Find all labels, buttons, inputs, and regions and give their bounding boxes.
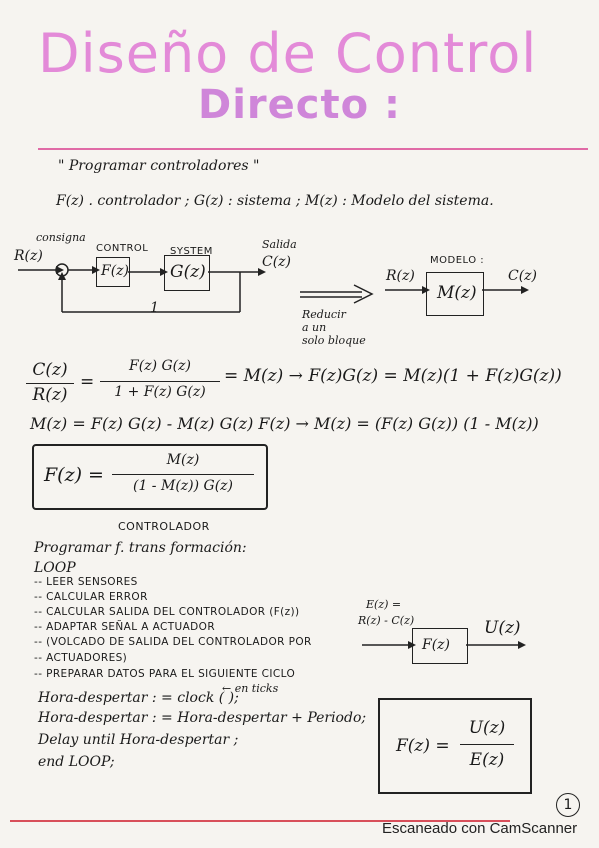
model-block-label: M(z) bbox=[437, 283, 477, 303]
eq1-lhs-denominator: R(z) bbox=[32, 385, 68, 405]
loop-step: -- CALCULAR SALIDA DEL CONTROLADOR (F(z)… bbox=[34, 606, 300, 618]
eq1-continuation: = M(z) → F(z)G(z) = M(z)(1 + F(z)G(z)) bbox=[224, 366, 562, 386]
loop-step: -- ADAPTAR SEÑAL A ACTUADOR bbox=[34, 621, 216, 633]
title-underline bbox=[38, 148, 588, 150]
control-label: CONTROL bbox=[96, 243, 149, 254]
page-title-line1: Diseño de Control bbox=[38, 22, 538, 85]
program-heading: Programar f. trans formación: bbox=[34, 540, 247, 556]
reduce-note-2: a un bbox=[302, 321, 327, 334]
controller-result-lhs: F(z) = bbox=[44, 464, 104, 486]
controller-result-denominator: (1 - M(z)) G(z) bbox=[132, 478, 234, 494]
eq1-lhs-numerator: C(z) bbox=[32, 360, 68, 380]
loop-end: end LOOP; bbox=[38, 754, 115, 770]
error-definition: R(z) - C(z) bbox=[358, 614, 415, 627]
scanner-watermark: Escaneado con CamScanner bbox=[382, 820, 578, 837]
modelo-label: MODELO : bbox=[430, 255, 485, 266]
intro-definitions: F(z) . controlador ; G(z) : sistema ; M(… bbox=[56, 193, 494, 209]
loop-step: -- LEER SENSORES bbox=[34, 576, 138, 588]
eq1-rhs-fraction-bar bbox=[100, 381, 220, 383]
controller-block-label: F(z) bbox=[101, 263, 130, 279]
salida-var: C(z) bbox=[262, 254, 292, 270]
loop-step: -- PREPARAR DATOS PARA EL SIGUIENTE CICL… bbox=[34, 668, 296, 680]
reduce-note-3: solo bloque bbox=[302, 334, 366, 347]
control-output-label: U(z) bbox=[484, 618, 521, 638]
system-block: G(z) bbox=[164, 255, 210, 291]
code-line-1: Hora-despertar : = clock ( ); bbox=[38, 690, 239, 706]
eq1-equals: = bbox=[80, 372, 95, 392]
model-input-label: R(z) bbox=[386, 268, 415, 284]
page-number: 1 bbox=[556, 793, 580, 817]
eq1-rhs-numerator: F(z) G(z) bbox=[129, 358, 191, 374]
side-controller-label: F(z) bbox=[422, 637, 451, 653]
system-block-label: G(z) bbox=[170, 262, 206, 282]
eq1-rhs-denominator: 1 + F(z) G(z) bbox=[114, 384, 206, 400]
controller-block: F(z) bbox=[96, 257, 130, 287]
transfer-result-bar bbox=[460, 744, 514, 746]
controller-result-box: F(z) = M(z) (1 - M(z)) G(z) bbox=[32, 444, 268, 510]
code-line-3: Delay until Hora-despertar ; bbox=[38, 732, 239, 748]
controller-caption: CONTROLADOR bbox=[118, 520, 210, 533]
code-line-2: Hora-despertar : = Hora-despertar + Peri… bbox=[38, 710, 367, 726]
reduce-note-1: Reducir bbox=[302, 308, 346, 321]
intro-quote: " Programar controladores " bbox=[58, 158, 260, 174]
eq2: M(z) = F(z) G(z) - M(z) G(z) F(z) → M(z)… bbox=[30, 414, 539, 433]
eq1-lhs-fraction-bar bbox=[26, 383, 74, 385]
transfer-result-box: F(z) = U(z) E(z) bbox=[378, 698, 532, 794]
system-label: SYSTEM bbox=[170, 246, 213, 257]
error-label: E(z) = bbox=[366, 598, 402, 611]
consigna-label: consigna bbox=[36, 231, 86, 244]
transfer-result-lhs: F(z) = bbox=[396, 736, 450, 756]
transfer-result-numerator: U(z) bbox=[468, 718, 506, 738]
page-bottom-rule bbox=[10, 820, 510, 822]
model-output-label: C(z) bbox=[508, 268, 538, 284]
transfer-result-denominator: E(z) bbox=[469, 750, 505, 770]
loop-step: -- CALCULAR ERROR bbox=[34, 591, 148, 603]
loop-step: -- ACTUADORES) bbox=[34, 652, 128, 664]
controller-result-numerator: M(z) bbox=[166, 452, 200, 468]
model-block: M(z) bbox=[426, 272, 484, 316]
ticks-note: ← en ticks bbox=[222, 682, 279, 695]
loop-step: -- (VOLCADO DE SALIDA DEL CONTROLADOR PO… bbox=[34, 636, 312, 648]
side-controller-block: F(z) bbox=[412, 628, 468, 664]
loop-start: LOOP bbox=[34, 560, 76, 576]
feedback-gain: 1 bbox=[150, 300, 159, 316]
controller-result-bar bbox=[112, 474, 254, 476]
page-title-line2: Directo : bbox=[198, 82, 402, 128]
input-label: R(z) bbox=[14, 248, 43, 264]
salida-label: Salida bbox=[262, 238, 297, 251]
